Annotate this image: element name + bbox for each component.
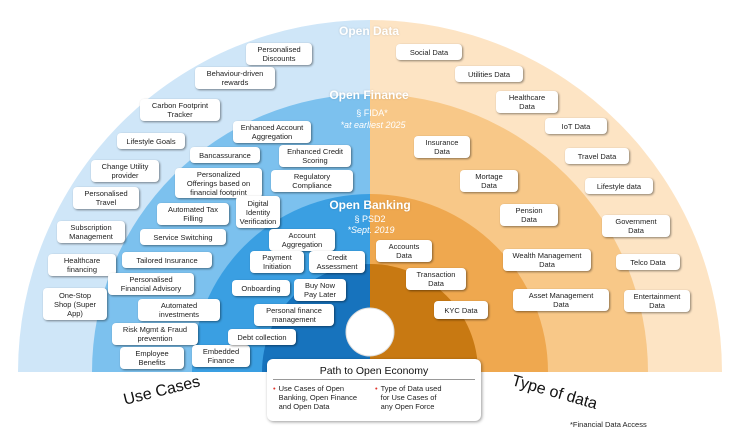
data-type-transaction: Transaction Data	[406, 268, 466, 290]
legend-right-text: Type of Data used for Use Cases of any O…	[380, 384, 442, 411]
data-type-telco: Telco Data	[616, 254, 680, 270]
use-case-bancassurance: Bancassurance	[190, 147, 260, 163]
use-case-lifestyle-goals: Lifestyle Goals	[117, 133, 185, 149]
data-type-iot: IoT Data	[545, 118, 607, 134]
use-case-enhanced-aggregation: Enhanced Account Aggregation	[233, 121, 311, 143]
legend-box: Path to Open Economy • Use Cases of Open…	[267, 359, 481, 421]
legend-bullet: •	[273, 384, 276, 393]
data-type-wealth: Wealth Management Data	[503, 249, 591, 271]
data-type-government: Government Data	[602, 215, 670, 237]
use-case-personalised-discounts: Personalised Discounts	[246, 43, 312, 65]
use-case-healthcare-financing: Healthcare financing	[48, 254, 116, 276]
open-finance-title: Open Finance	[329, 88, 409, 102]
data-type-entertainment: Entertainment Data	[624, 290, 690, 312]
data-type-kyc: KYC Data	[434, 301, 488, 319]
use-case-onboarding: Onboarding	[232, 280, 290, 296]
use-case-debt-collection: Debt collection	[228, 329, 296, 345]
legend-divider	[273, 379, 475, 380]
legend-title: Path to Open Economy	[319, 365, 429, 377]
use-case-bnpl: Buy Now Pay Later	[294, 279, 346, 301]
center-circle	[345, 307, 395, 357]
use-case-digital-identity: Digital Identity Verification	[236, 196, 280, 228]
use-case-personalised-travel: Personalised Travel	[73, 187, 139, 209]
psd2-note: *Sept. 2019	[347, 225, 395, 235]
footnote: *Financial Data Access	[570, 420, 647, 429]
use-case-risk-mgmt: Risk Mgmt & Fraud prevention	[112, 323, 198, 345]
use-case-one-stop-shop: One-Stop Shop (Super App)	[43, 288, 107, 320]
use-case-enhanced-credit: Enhanced Credit Scoring	[279, 145, 351, 167]
use-case-personalised-advisory: Personalised Financial Advisory	[108, 273, 194, 295]
open-banking-title: Open Banking	[329, 198, 411, 212]
use-case-payment-initiation: Payment Initiation	[250, 251, 304, 273]
use-case-embedded-finance: Embedded Finance	[192, 345, 250, 367]
data-type-healthcare: Healthcare Data	[496, 91, 558, 113]
use-case-personalized-offerings: Personalized Offerings based on financia…	[175, 168, 262, 198]
use-case-regulatory-compliance: Regulatory Compliance	[271, 170, 353, 192]
data-type-mortage: Mortage Data	[460, 170, 518, 192]
open-data-title: Open Data	[338, 24, 400, 38]
use-case-carbon-tracker: Carbon Footprint Tracker	[140, 99, 220, 121]
use-case-tailored-insurance: Tailored Insurance	[122, 252, 212, 268]
use-case-behaviour-rewards: Behaviour-driven rewards	[195, 67, 275, 89]
legend-right-item: • Type of Data used for Use Cases of any…	[375, 384, 477, 411]
use-case-account-aggregation: Account Aggregation	[269, 229, 335, 251]
data-type-insurance: Insurance Data	[414, 136, 470, 158]
fida-note: *at earliest 2025	[340, 120, 406, 130]
legend-left-text: Use Cases of Open Banking, Open Finance …	[278, 384, 358, 411]
legend-left-item: • Use Cases of Open Banking, Open Financ…	[273, 384, 375, 411]
use-case-automated-investments: Automated investments	[138, 299, 220, 321]
data-type-lifestyle: Lifestyle data	[585, 178, 653, 194]
data-type-travel: Travel Data	[565, 148, 629, 164]
fida-label: § FIDA*	[356, 108, 388, 118]
data-type-social: Social Data	[396, 44, 462, 60]
data-type-accounts: Accounts Data	[376, 240, 432, 262]
data-type-utilities: Utilities Data	[455, 66, 523, 82]
use-case-service-switching: Service Switching	[140, 229, 226, 245]
use-case-change-utility: Change Utility provider	[91, 160, 159, 182]
data-type-asset: Asset Management Data	[513, 289, 609, 311]
use-case-subscription-mgmt: Subscription Management	[57, 221, 125, 243]
use-case-employee-benefits: Employee Benefits	[120, 347, 184, 369]
use-case-automated-tax: Automated Tax Filling	[157, 203, 229, 225]
psd2-label: § PSD2	[354, 214, 386, 224]
data-type-pension: Pension Data	[500, 204, 558, 226]
core-ring-right	[370, 264, 478, 372]
use-case-credit-assessment: Credit Assessment	[309, 251, 365, 273]
legend-bullet: •	[375, 384, 378, 393]
use-case-pfm: Personal finance management	[254, 304, 334, 326]
